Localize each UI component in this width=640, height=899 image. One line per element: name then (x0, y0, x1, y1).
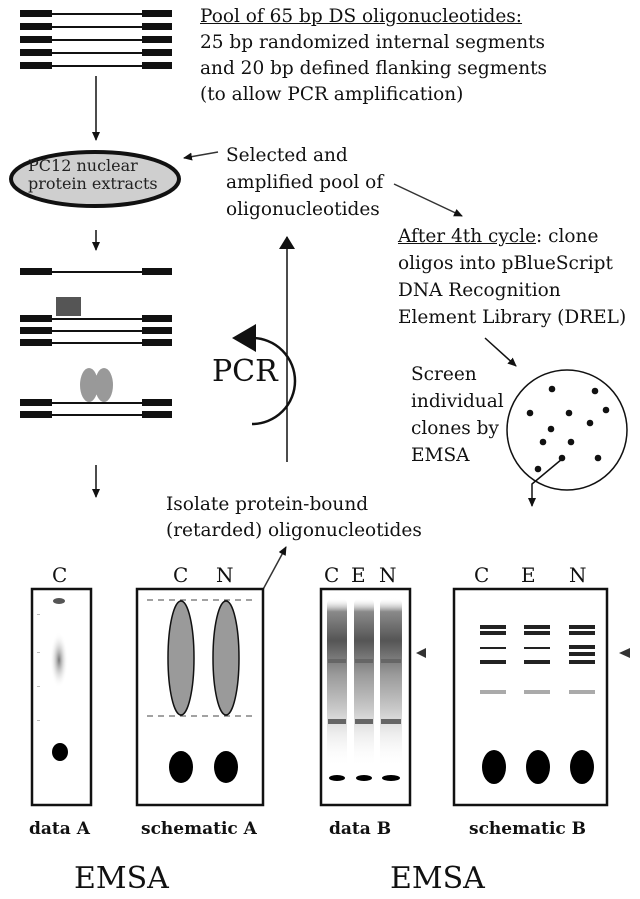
isolate-line-1: Isolate protein-bound (166, 494, 369, 515)
gel-data-b (319, 587, 412, 807)
pcr-cycle-arrowhead (232, 324, 256, 352)
pool-line-1: 25 bp randomized internal segments (200, 32, 546, 53)
schematic-a (135, 587, 265, 807)
pool-line-3: (to allow PCR amplification) (200, 84, 464, 105)
arrow-to-library (484, 337, 517, 367)
pool-title: Pool of 65 bp DS oligonucleotides: (200, 6, 523, 27)
screen-line-4: EMSA (411, 445, 470, 466)
cycle-line-2: DNA Recognition (398, 280, 561, 301)
caption-data-a: data A (29, 819, 90, 839)
emsa-label-left: EMSA (74, 861, 169, 896)
lane-label-schematicB-E: E (521, 563, 536, 587)
pool-heading: Pool of 65 bp DS oligonucleotides: (200, 6, 522, 28)
selected-line-1: Selected and (226, 145, 348, 166)
emsa-label-right: EMSA (390, 861, 485, 896)
pcr-label: PCR (212, 354, 278, 389)
arrow-to-emsa-screen (528, 458, 563, 507)
cycle-title-rest: : clone (536, 226, 599, 247)
cycle-heading: After 4th cycle: clone (398, 226, 598, 248)
screen-line-1: Screen (411, 364, 477, 385)
extract-line-1: PC12 nuclear (28, 156, 138, 175)
cycle-line-1: oligos into pBlueScript (398, 253, 613, 274)
screen-line-3: clones by (411, 418, 499, 439)
arrow-to-cloning (393, 183, 463, 217)
lane-label-dataB-N: N (379, 563, 397, 587)
band-marker-arrow-schematic-b (619, 648, 630, 658)
selected-line-3: oligonucleotides (226, 199, 380, 220)
lane-label-dataA-C: C (52, 563, 68, 587)
lane-label-dataB-C: C (324, 563, 340, 587)
caption-data-b: data B (329, 819, 392, 839)
schematic-b (452, 587, 609, 807)
nuclear-extract-ellipse (9, 150, 181, 208)
selected-line-2: amplified pool of (226, 172, 384, 193)
extract-line-2: protein extracts (28, 174, 158, 193)
lane-label-dataB-E: E (351, 563, 366, 587)
lane-label-schematicA-N: N (216, 563, 234, 587)
cycle-line-3: Element Library (DREL) (398, 307, 627, 328)
protein-square-icon (56, 297, 81, 316)
band-marker-arrow-b (416, 648, 426, 658)
gel-data-a (30, 587, 93, 807)
clone-library-circle (506, 369, 628, 491)
oligo-pool-icon (20, 10, 172, 69)
isolate-line-2: (retarded) oligonucleotides (166, 520, 422, 541)
caption-schematic-a: schematic A (141, 819, 257, 839)
dna-protein-complexes (20, 268, 172, 418)
protein-dimer-icon (80, 368, 98, 402)
pool-line-2: and 20 bp defined flanking segments (200, 58, 548, 79)
lane-label-schematicA-C: C (173, 563, 189, 587)
cycle-title: After 4th cycle (398, 226, 537, 247)
lane-label-schematicB-N: N (569, 563, 587, 587)
caption-schematic-b: schematic B (469, 819, 587, 839)
screen-line-2: individual (411, 391, 504, 412)
arrow-selected-to-extract (183, 151, 219, 161)
pcr-cycle-arc (251, 336, 297, 426)
lane-label-schematicB-C: C (474, 563, 490, 587)
